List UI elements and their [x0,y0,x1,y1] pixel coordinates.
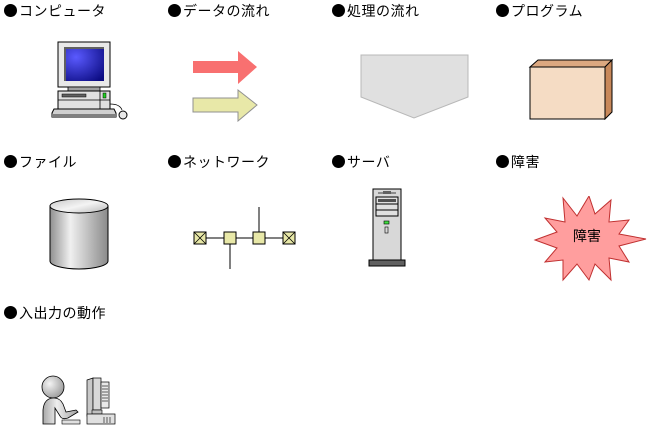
bullet-icon [4,155,17,168]
legend-label-io-operation: 入出力の動作 [4,306,106,322]
legend-label-file: ファイル [4,155,77,171]
bullet-icon [496,155,509,168]
legend-label-network: ネットワーク [168,155,270,171]
bullet-icon [168,4,181,17]
file-cylinder-icon [48,197,110,271]
bullet-icon [4,306,17,319]
bullet-icon [168,155,181,168]
legend-label-server: サーバ [332,155,390,171]
bullet-icon [332,4,345,17]
computer-icon [50,40,132,122]
bullet-icon [332,155,345,168]
network-icon [190,205,300,271]
data-flow-arrows-icon [190,50,262,122]
failure-burst-text: 障害 [573,229,601,245]
legend-label-program: プログラム [496,4,583,20]
bullet-icon [496,4,509,17]
server-tower-icon [368,188,408,268]
legend-label-data-flow: データの流れ [168,4,270,20]
process-flow-pentagon-icon [360,54,470,120]
user-at-computer-icon [40,374,120,430]
legend-label-failure: 障害 [496,155,540,171]
legend-label-process-flow: 処理の流れ [332,4,420,20]
program-box-icon [528,58,614,120]
bullet-icon [4,4,17,17]
failure-burst-icon: 障害 [533,196,649,282]
legend-label-computer: コンピュータ [4,4,106,20]
